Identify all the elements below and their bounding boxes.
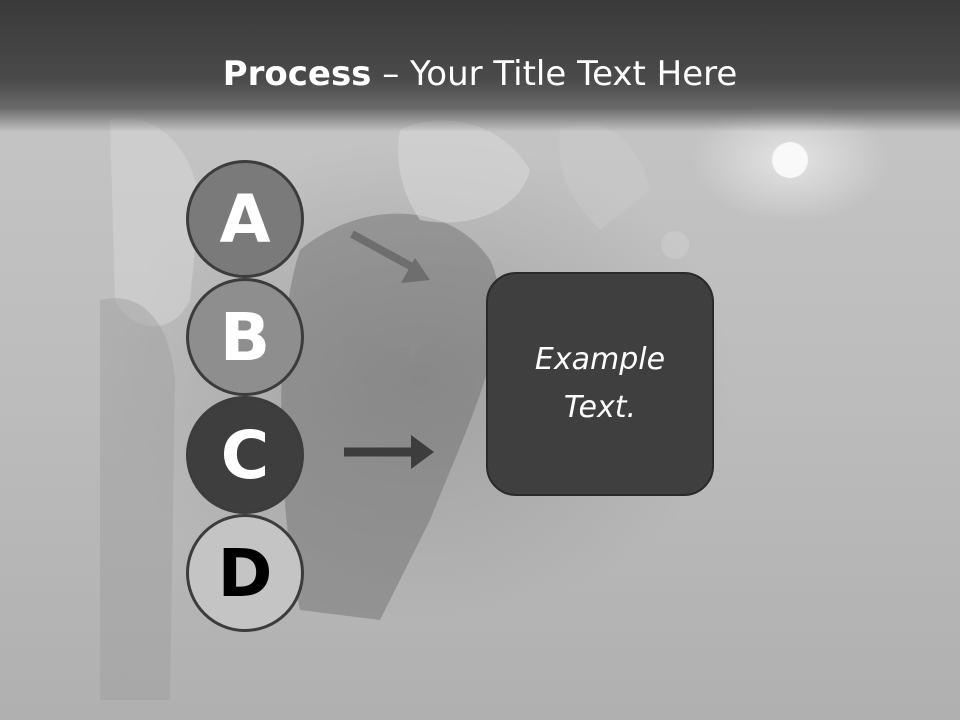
result-box-text: Example Text.: [534, 342, 666, 425]
step-circle-a: A: [186, 160, 304, 278]
step-letter-a: A: [219, 181, 271, 258]
step-circle-b: B: [186, 278, 304, 396]
result-box: Example Text.: [486, 272, 714, 496]
slide-title: Process – Your Title Text Here: [0, 52, 960, 96]
step-circle-c: C: [186, 396, 304, 514]
header-band: [0, 0, 960, 132]
step-letter-b: B: [219, 299, 271, 376]
arrow-b: [343, 327, 432, 357]
title-bold: Process: [222, 54, 372, 94]
step-letter-c: C: [220, 417, 270, 494]
step-letter-d: D: [217, 535, 273, 612]
arrow-a: [350, 230, 430, 283]
title-rest: – Your Title Text Here: [371, 54, 738, 94]
step-circle-d: D: [186, 514, 304, 632]
arrow-c: [344, 435, 434, 469]
